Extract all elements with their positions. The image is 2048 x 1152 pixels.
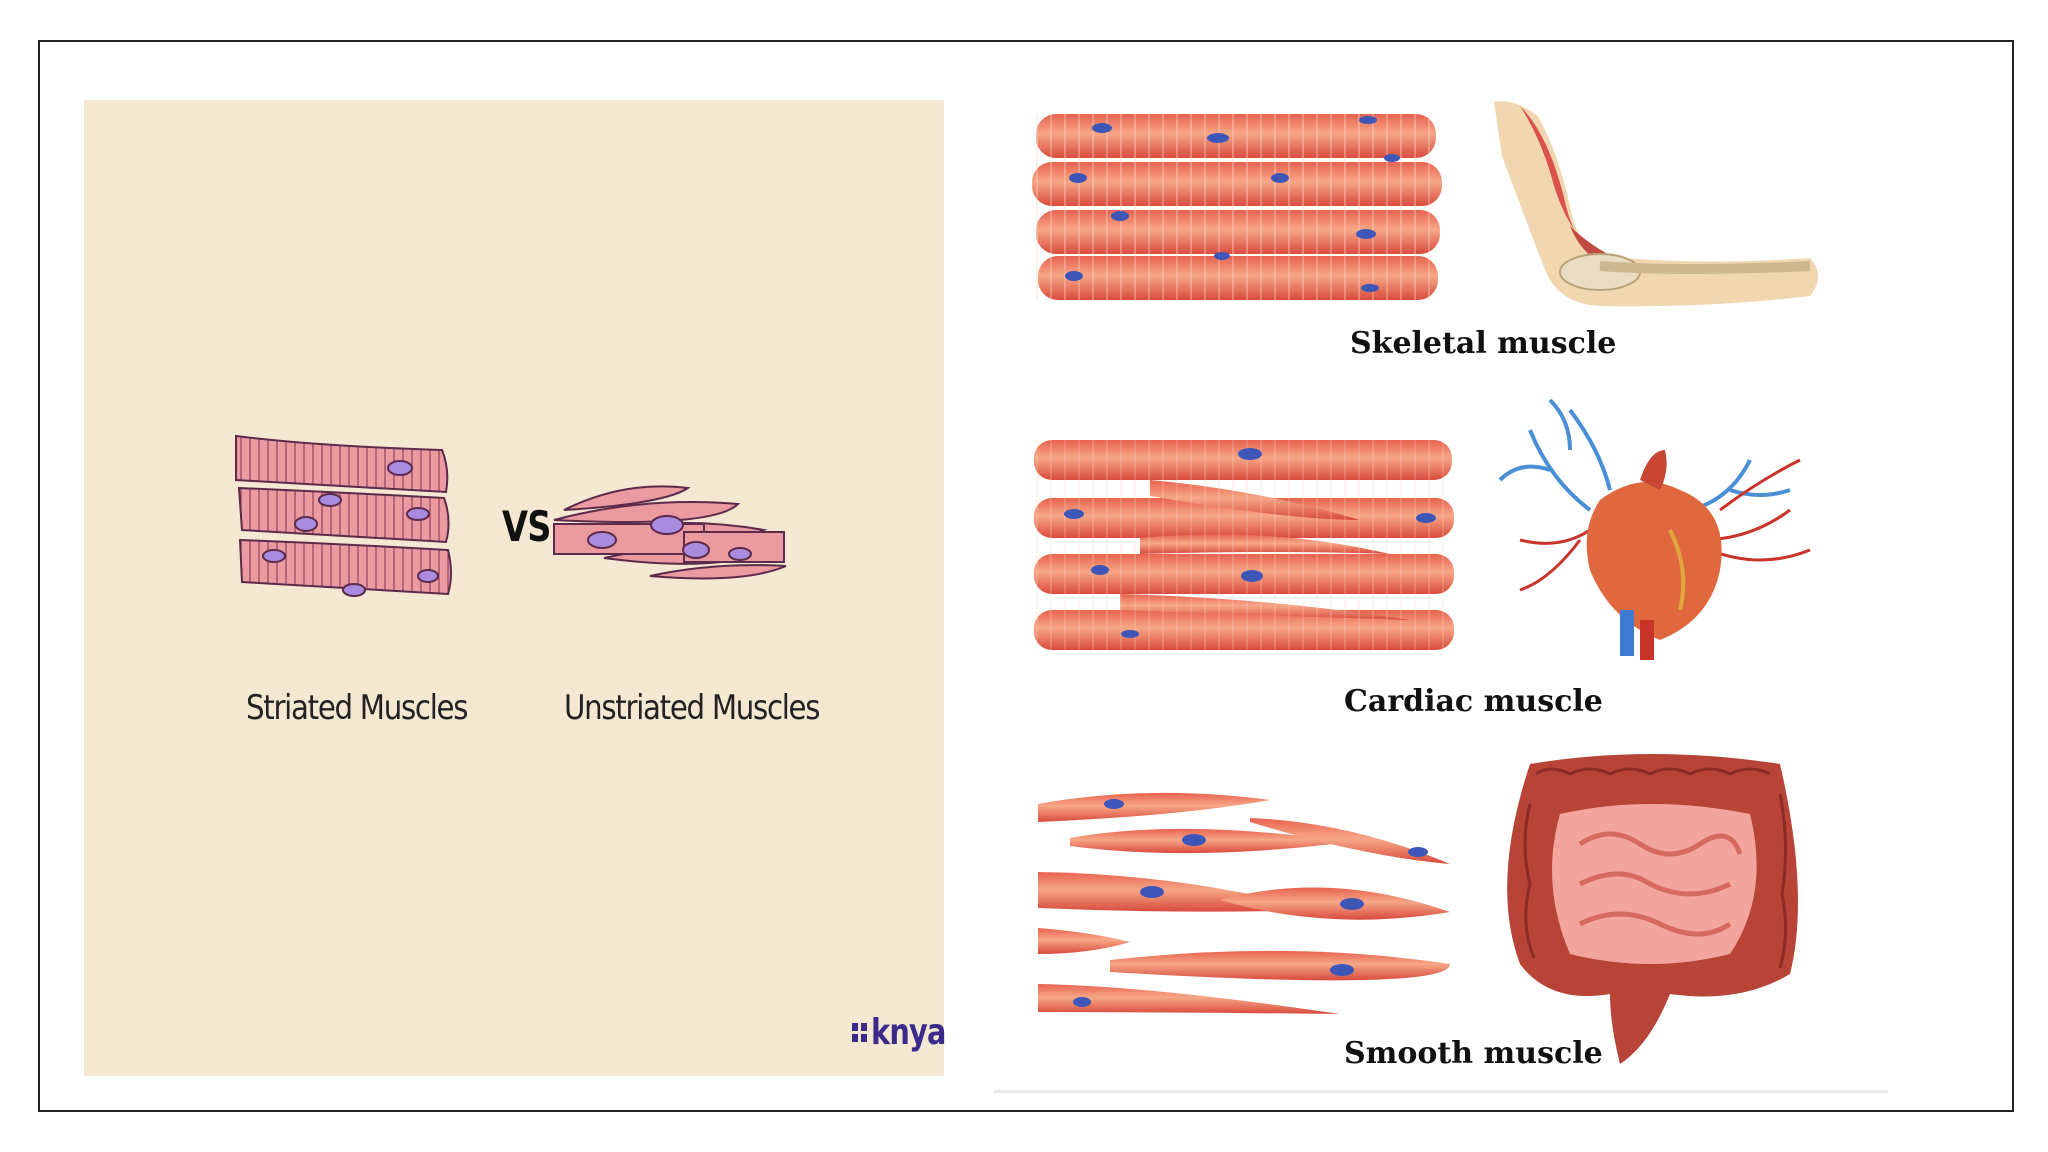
arm-elbow-illustration [1494, 101, 1818, 307]
striated-muscles-label: Striated Muscles [246, 688, 468, 728]
cardiac-muscle-label: Cardiac muscle [1344, 684, 1603, 719]
vs-label: VS [502, 502, 551, 551]
divider-line [994, 1090, 1888, 1093]
intestines-illustration [1507, 754, 1798, 1064]
heart-illustration [1498, 398, 1811, 660]
striated-muscle-illustration [235, 434, 452, 597]
cardiac-muscle-fibers-illustration [1034, 440, 1454, 650]
striated-vs-unstriated-panel: Striated Muscles VS Unstriated Muscles k… [84, 100, 946, 1076]
skeletal-muscle-fibers-illustration [1032, 114, 1442, 300]
unstriated-muscle-illustration [553, 485, 787, 580]
smooth-muscle-fibers-illustration [1038, 792, 1450, 1014]
knya-logo-text: knya [871, 1012, 946, 1053]
skeletal-muscle-label: Skeletal muscle [1350, 326, 1617, 361]
unstriated-muscles-label: Unstriated Muscles [564, 688, 820, 728]
smooth-muscle-label: Smooth muscle [1344, 1036, 1603, 1071]
knya-logo: knya [852, 1012, 964, 1053]
knya-logo-icon [852, 1023, 867, 1042]
